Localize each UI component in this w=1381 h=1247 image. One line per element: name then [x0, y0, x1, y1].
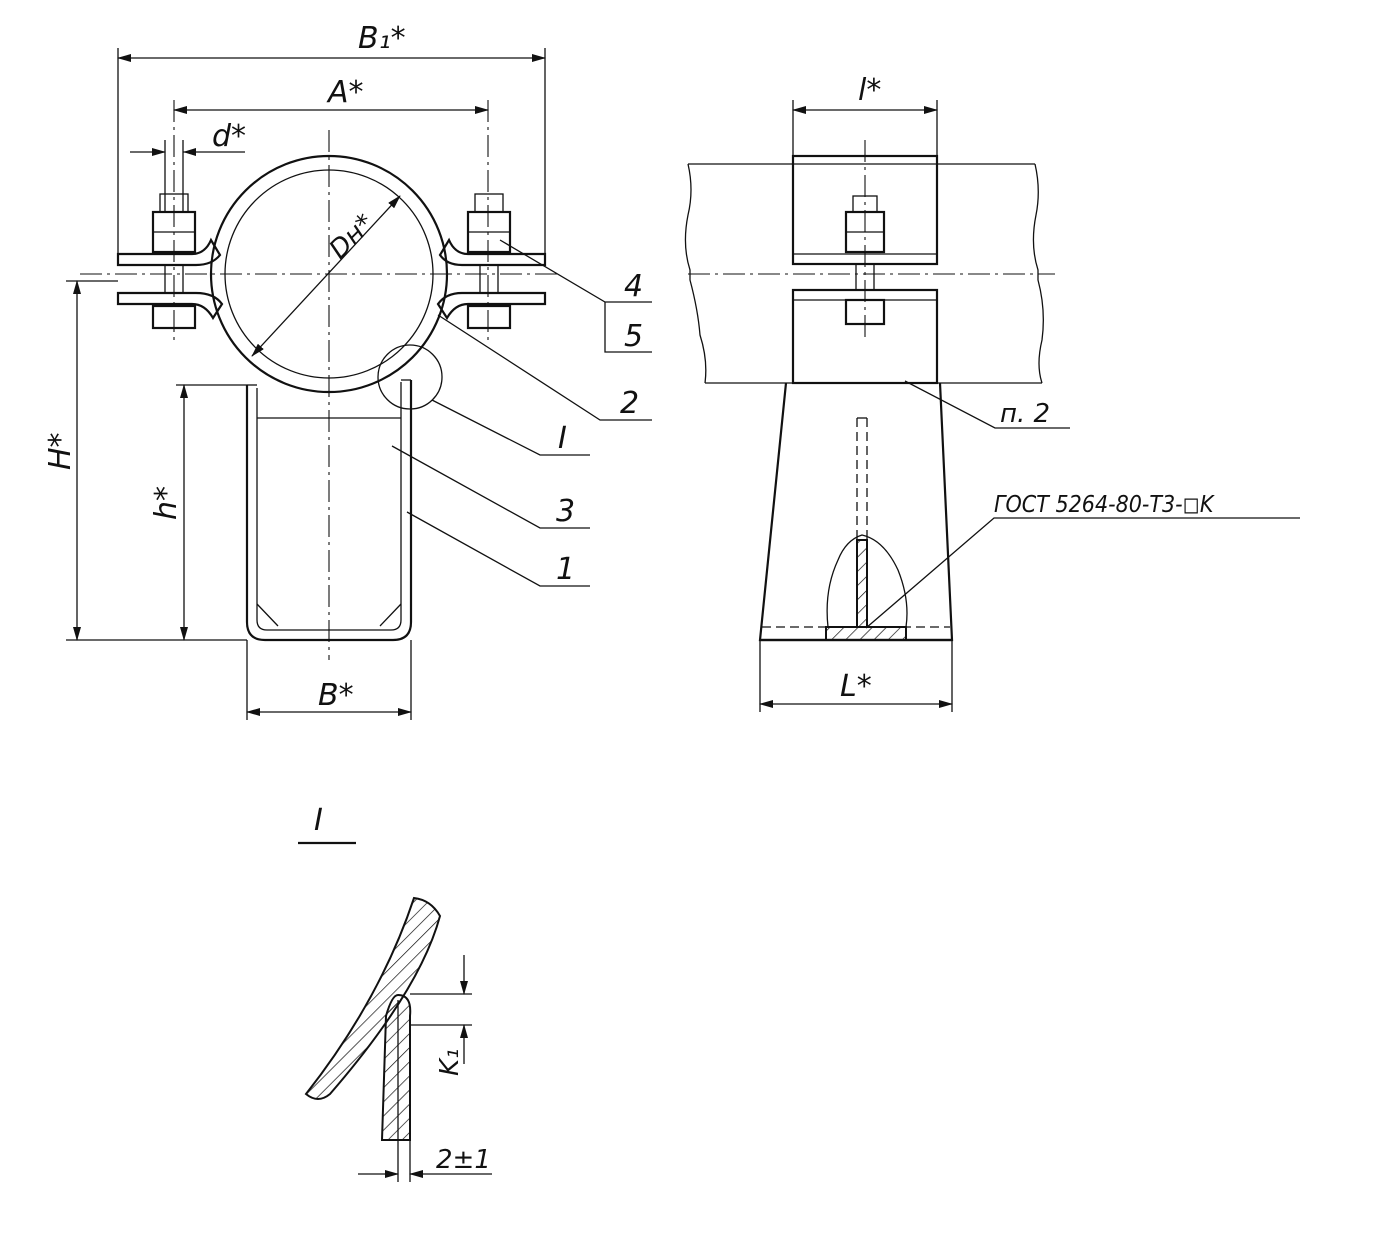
leader-note: [904, 380, 1070, 429]
upper-clamp-flange-right: [438, 237, 547, 267]
leader-weld: [865, 517, 1300, 629]
rib-corner-right: [379, 603, 402, 627]
label-h-big: H*: [43, 432, 78, 470]
u-channel-inner: [256, 382, 402, 631]
detail-view: I K₁ 2±1: [298, 803, 492, 1182]
label-d: d*: [212, 119, 246, 154]
weld-symbol-text: ГОСТ 5264-80-Т3-◻K: [994, 492, 1215, 518]
label-l-big: L*: [840, 669, 872, 704]
lower-clamp-flange-right: [436, 291, 547, 321]
rib-corner-left: [256, 603, 279, 627]
plate-section: [380, 993, 412, 1141]
leader-2: [437, 314, 652, 421]
detail-title: I: [314, 803, 323, 838]
beam-right-break: [1032, 163, 1044, 384]
beam-left-break: [684, 163, 707, 384]
label-k1: K₁: [435, 1049, 465, 1076]
callout-4: 4: [624, 269, 643, 304]
front-view: B₁* A* d* Dн* H* h* B* 4 5 2 I 3 1: [43, 21, 652, 720]
weld-hatch-rib: [856, 539, 868, 628]
lower-clamp-flange: [116, 291, 224, 321]
left-nut-bottom: [151, 304, 197, 330]
left-washer-top: [159, 193, 189, 213]
label-b: B*: [318, 678, 354, 713]
label-gap: 2±1: [436, 1145, 491, 1175]
callout-2: 2: [620, 386, 639, 421]
diameter-line: [251, 195, 401, 357]
detail-circle: [377, 344, 443, 410]
leader-i: [431, 399, 590, 456]
side-view: l* L* п. 2 ГОСТ 5264-80-Т3-◻K: [684, 73, 1300, 712]
right-washer-top: [474, 193, 504, 213]
weld-hatch-base: [825, 626, 907, 641]
right-nut-bottom: [466, 304, 512, 330]
upper-clamp-flange: [116, 237, 222, 267]
label-h-small: h*: [149, 486, 184, 520]
callout-1: 1: [556, 552, 575, 587]
label-a: A*: [326, 75, 364, 110]
weld-profile: [826, 534, 908, 628]
label-b1: B₁*: [358, 21, 406, 56]
label-dn: Dн*: [324, 208, 381, 265]
callout-5: 5: [624, 319, 643, 354]
pipe-wall-section: [304, 896, 442, 1100]
pipe-inner-circle: [224, 169, 434, 379]
label-l-small: l*: [858, 73, 881, 108]
leader-1: [406, 511, 590, 587]
callout-3: 3: [556, 494, 575, 529]
callout-i: I: [558, 421, 567, 456]
leader-5-box: [604, 302, 652, 353]
label-note-ref: п. 2: [1000, 399, 1050, 429]
u-channel-support: [245, 380, 413, 642]
pipe-outer-circle: [209, 154, 449, 394]
leader-3: [391, 445, 590, 529]
